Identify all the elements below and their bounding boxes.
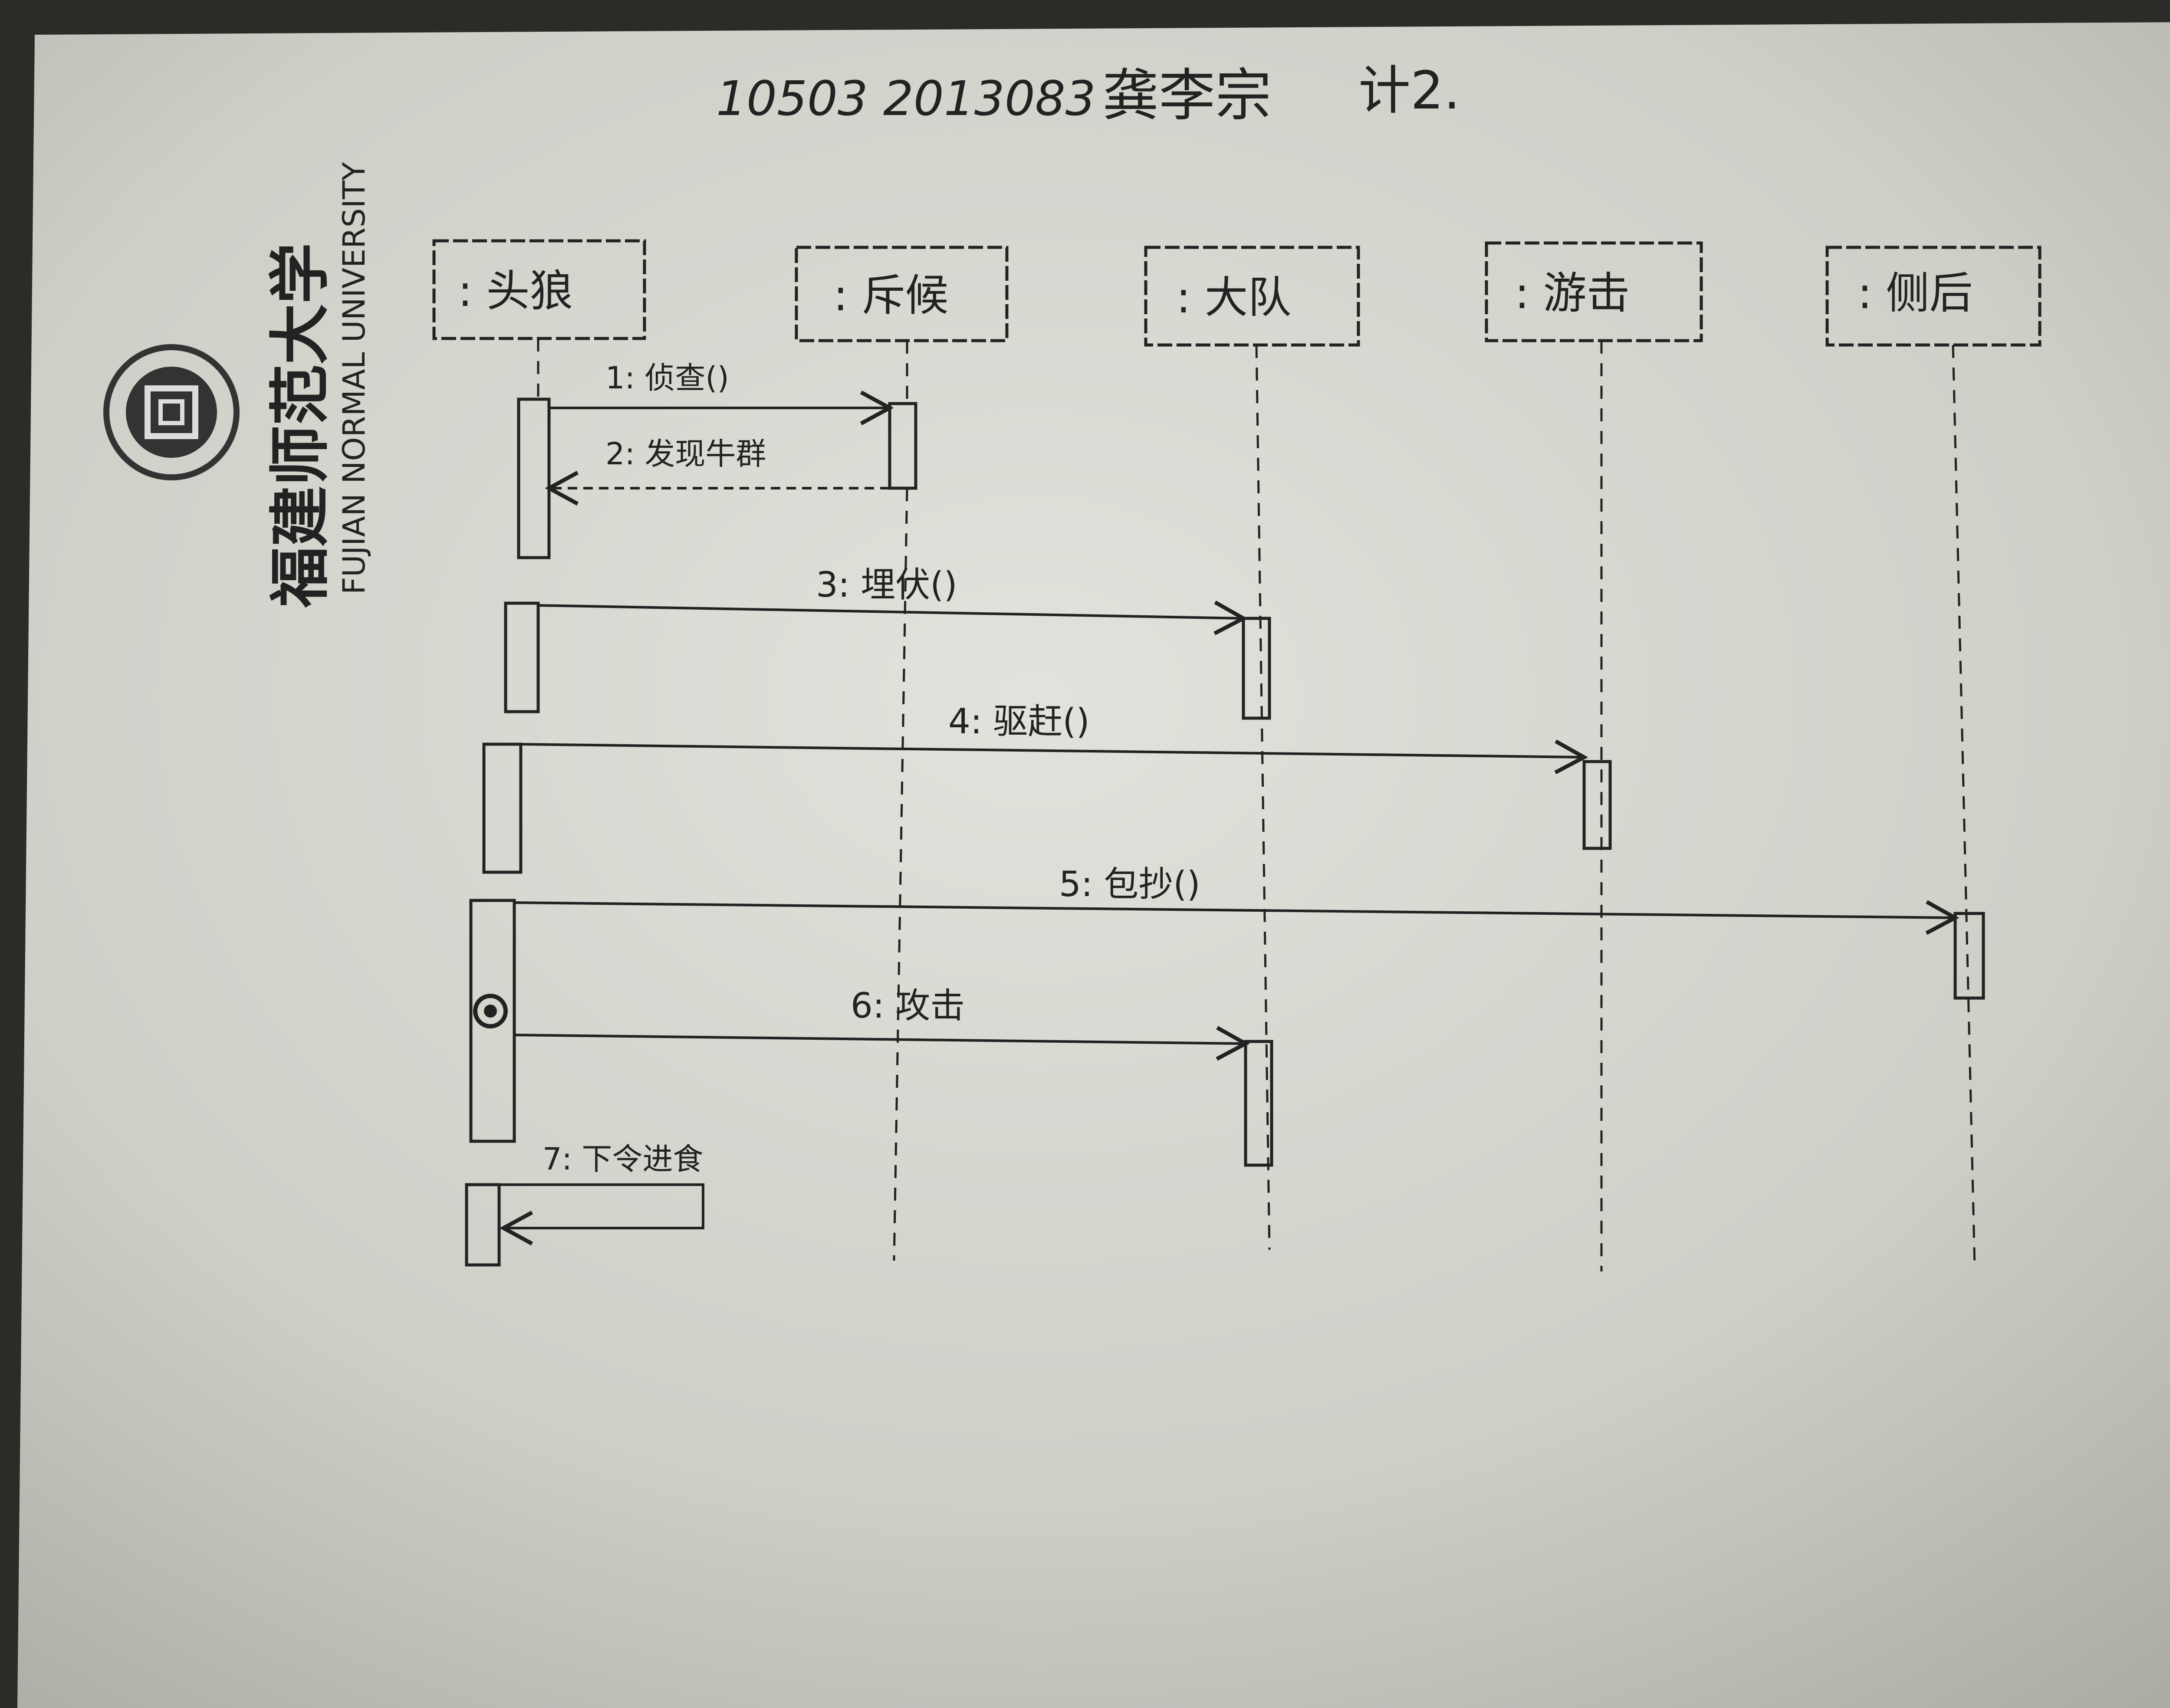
activation-squad-1 bbox=[1242, 617, 1271, 720]
paper-sheet bbox=[17, 22, 2170, 1708]
message-label-1: 1: 侦查() bbox=[605, 360, 729, 396]
lifeline-label: : 大队 bbox=[1176, 272, 1291, 323]
activation-head-wolf-3 bbox=[482, 742, 523, 874]
message-label-6: 6: 攻击 bbox=[851, 985, 965, 1026]
message-label-2: 2: 发现牛群 bbox=[605, 436, 766, 472]
messages bbox=[499, 391, 1960, 1245]
message-label-3: 3: 埋伏() bbox=[816, 565, 957, 605]
activation-head-wolf-4 bbox=[469, 899, 516, 1143]
university-name-cn: 福建师范大学 bbox=[265, 243, 336, 608]
lifeline-label: : 游击 bbox=[1515, 268, 1630, 319]
lifeline-label: : 侧后 bbox=[1858, 268, 1973, 319]
activation-squad-2 bbox=[1244, 1040, 1273, 1167]
lifeline-label: : 头狼 bbox=[458, 266, 573, 316]
scribble-mark bbox=[473, 994, 508, 1028]
lifeline-flank: : 侧后 bbox=[1825, 246, 2042, 1268]
university-seal-icon bbox=[103, 344, 240, 480]
message-arrow-6 bbox=[514, 1026, 1250, 1061]
lifeline-label: : 斥候 bbox=[833, 270, 948, 321]
lifeline-rover: : 游击 bbox=[1485, 241, 1703, 1271]
message-labels: 1: 侦查() 2: 发现牛群 3: 埋伏() 4: 驱赶() 5: 包抄() … bbox=[542, 360, 1200, 1177]
lifeline-squad: : 大队 bbox=[1144, 246, 1360, 1250]
letterhead: 福建师范大学 FUJIAN NORMAL UNIVERSITY bbox=[103, 162, 372, 608]
header: 10503 2013083 龚李宗 计2. bbox=[716, 61, 1460, 128]
message-label-5: 5: 包抄() bbox=[1059, 864, 1200, 904]
activation-head-wolf-5 bbox=[465, 1183, 501, 1267]
activation-rover-1 bbox=[1582, 760, 1612, 850]
activation-scout-1 bbox=[888, 402, 917, 490]
message-arrow-5 bbox=[514, 900, 1960, 935]
activation-head-wolf-2 bbox=[504, 601, 540, 713]
university-name-en: FUJIAN NORMAL UNIVERSITY bbox=[336, 162, 372, 595]
student-name: 龚李宗 bbox=[1102, 62, 1272, 128]
message-arrow-3 bbox=[538, 600, 1248, 635]
student-id: 10503 2013083 bbox=[716, 71, 1096, 126]
class-label: 计2. bbox=[1358, 61, 1460, 121]
message-arrow-4 bbox=[520, 739, 1588, 775]
lifeline-head-wolf: : 头狼 bbox=[432, 239, 646, 399]
message-arrow-7 bbox=[499, 1183, 704, 1245]
lifeline-scout: : 斥候 bbox=[795, 246, 1009, 1261]
activation-flank-1 bbox=[1953, 912, 1985, 1000]
message-label-4: 4: 驱赶() bbox=[948, 701, 1090, 742]
message-label-7: 7: 下令进食 bbox=[542, 1141, 703, 1177]
